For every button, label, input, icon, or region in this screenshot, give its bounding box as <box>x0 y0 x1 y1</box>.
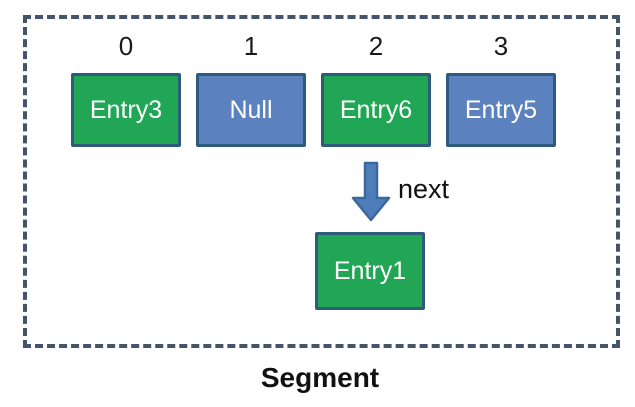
linked-entry-box: Entry1 <box>315 232 425 310</box>
slot-index-3: 3 <box>493 31 509 61</box>
segment-title: Segment <box>260 362 380 393</box>
segment-boundary <box>23 15 620 348</box>
slots-row: Entry3 Null Entry6 Entry5 <box>71 73 556 147</box>
slot-index-2: 2 <box>368 31 384 61</box>
slot-3-entry5: Entry5 <box>446 73 556 147</box>
next-arrow-icon <box>351 161 391 222</box>
slot-index-1: 1 <box>243 31 259 61</box>
slot-1-null: Null <box>196 73 306 147</box>
slot-2-entry6: Entry6 <box>321 73 431 147</box>
next-label: next <box>398 174 450 204</box>
slot-0-entry3: Entry3 <box>71 73 181 147</box>
slot-index-0: 0 <box>118 31 134 61</box>
slot-indices-row: 0 1 2 3 <box>71 31 556 61</box>
